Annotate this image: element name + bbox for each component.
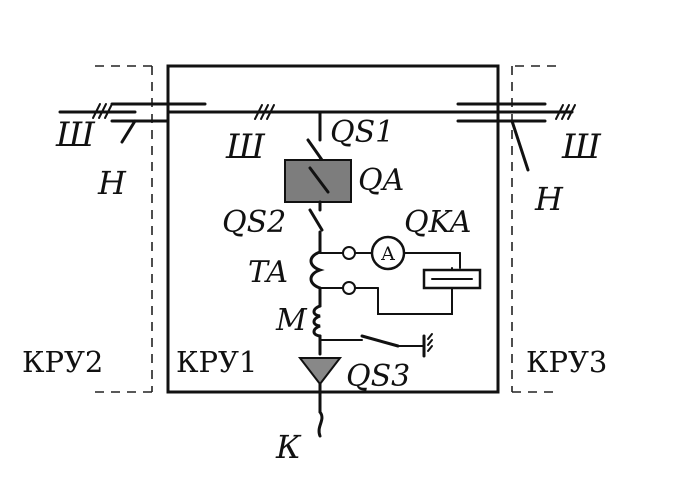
- cable-termination: [297, 357, 343, 438]
- busbar-tick-marks-center: [254, 104, 275, 120]
- label-qa: QA: [358, 163, 404, 198]
- label-bus-right: Ш: [561, 127, 602, 167]
- section-disconnector-right: [510, 119, 530, 172]
- earthing-switch-qs3: [319, 333, 433, 358]
- ammeter-a: A: [354, 235, 461, 271]
- busbar: [58, 102, 576, 123]
- ammeter-label: A: [380, 243, 395, 265]
- label-bus-left: Ш: [55, 115, 96, 155]
- label-ta: TA: [248, 255, 288, 290]
- label-qs1: QS1: [330, 115, 394, 150]
- cabinet-kru3-outline: [511, 65, 556, 393]
- disconnector-qs2: [308, 200, 324, 254]
- label-qs2: QS2: [222, 205, 286, 240]
- circuit-breaker-qa: [284, 159, 352, 203]
- section-disconnector-left: [120, 119, 137, 144]
- cabinet-kru2-outline: [95, 65, 153, 393]
- current-transformer-ta: [309, 246, 356, 308]
- busbar-tick-marks-right: [555, 104, 576, 120]
- label-bus-center: Ш: [225, 127, 266, 167]
- label-n-right: Н: [534, 180, 564, 218]
- label-qka: QKA: [404, 205, 471, 240]
- label-k: К: [275, 428, 302, 466]
- label-m: M: [275, 303, 308, 338]
- label-kru3: КРУ3: [526, 345, 607, 379]
- relay-qka: [354, 267, 482, 315]
- busbar-tick-marks-left: [92, 103, 113, 119]
- reactor-m: [312, 304, 322, 356]
- label-kru2: КРУ2: [22, 345, 103, 379]
- label-n-left: Н: [97, 164, 127, 202]
- label-kru1: КРУ1: [176, 345, 257, 379]
- label-qs3: QS3: [346, 359, 410, 394]
- cabinet-kru1-outline: [166, 64, 500, 394]
